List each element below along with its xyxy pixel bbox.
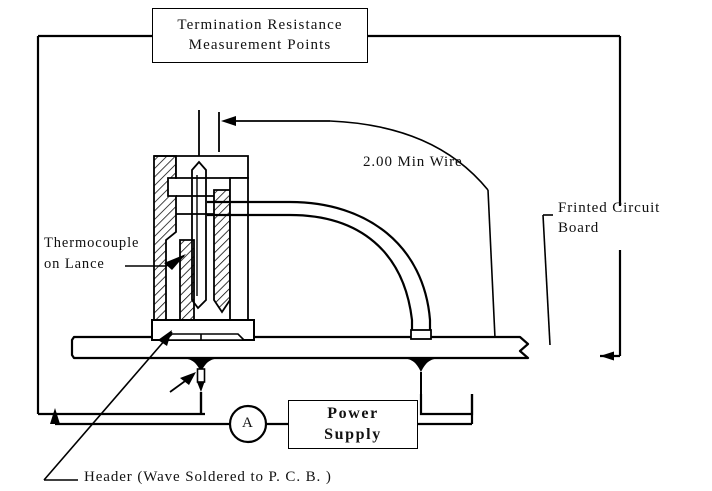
- title-line-1: Termination Resistance: [177, 17, 343, 34]
- dimension-arrowhead: [221, 116, 236, 126]
- header-caption-arrowhead: [158, 330, 172, 346]
- header-connector-body: [151, 155, 255, 341]
- ammeter-label: A: [242, 415, 254, 431]
- header-caption-leader: [43, 331, 173, 481]
- pcb-label-line-1: Frinted Circuit: [558, 200, 661, 216]
- thermocouple-label-line-1: Thermocouple: [44, 235, 140, 251]
- power-supply-label-line-2: Supply: [324, 425, 382, 443]
- pcb-right-arrowhead: [600, 351, 614, 361]
- outer-circuit-frame: [36, 34, 622, 416]
- wire-length-dimension: [218, 112, 330, 152]
- pcb-label-leader: [542, 214, 553, 346]
- printed-circuit-board: [70, 335, 530, 360]
- title-line-2: Measurement Points: [188, 36, 332, 53]
- wire-label-leader-drop: [487, 189, 496, 339]
- solder-probe-arrowhead: [180, 372, 196, 385]
- measurement-circuit-wiring: [53, 392, 474, 426]
- power-supply-box: Power Supply: [288, 400, 418, 449]
- wire-termination-ferrule: [410, 329, 432, 340]
- pcb-label-line-2: Board: [558, 220, 600, 236]
- wire-label-leader: [329, 120, 489, 191]
- thermocouple-arrow-shaft: [165, 255, 185, 267]
- thermocouple-label-line-2: on Lance: [44, 256, 105, 272]
- ammeter-symbol: [228, 404, 268, 444]
- power-supply-label-line-1: Power: [327, 405, 379, 423]
- title-box: Termination Resistance Measurement Point…: [152, 8, 368, 63]
- wire-length-label: 2.00 Min Wire: [363, 154, 463, 170]
- circuit-up-arrowhead: [50, 408, 60, 424]
- header-caption: Header (Wave Soldered to P. C. B. ): [84, 469, 332, 485]
- wire-header-entry: [176, 195, 214, 215]
